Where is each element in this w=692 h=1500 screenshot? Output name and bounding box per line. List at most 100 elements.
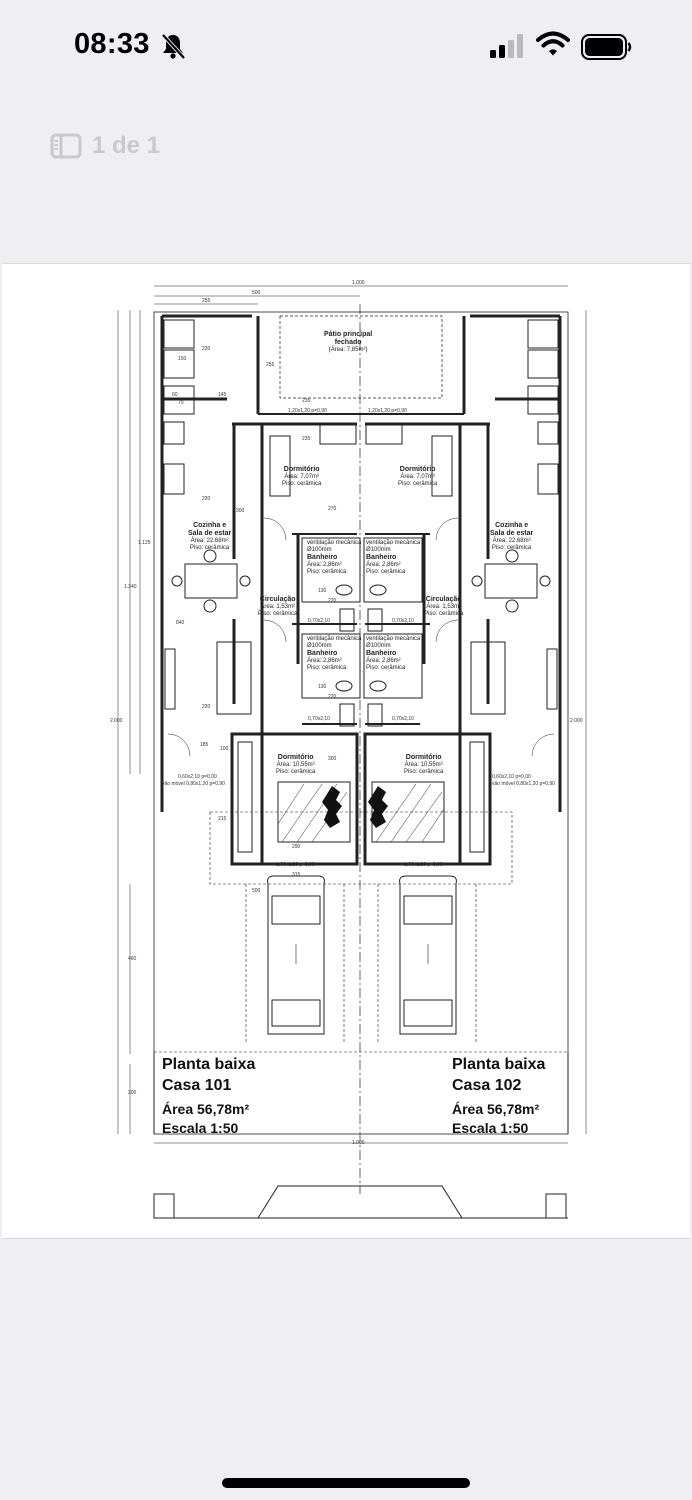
dim-460: 460 [128, 956, 137, 962]
cozinha-right-area: Área: 22,68m² [492, 538, 531, 544]
page-indicator-label: 1 de 1 [92, 132, 161, 159]
dim-130-b: 130 [318, 684, 327, 690]
dim-235-a: 235 [302, 398, 311, 404]
window-120-left: 1,20x1,20 p=0,90 [288, 408, 327, 414]
circulacao-left-name: Circulação [259, 596, 296, 603]
patio-name-line2: fechado [334, 339, 362, 346]
banheiro-1-area: Área: 2,86m² [307, 562, 342, 568]
document-page[interactable]: 1.000 500 255 220 150 145 60 70 255 235 … [2, 263, 690, 1239]
banheiro-2-pipe: Ø100mm [366, 547, 391, 553]
banheiro-4-vent: ventilação mecânica [366, 636, 421, 642]
window-120-right: 1,20x1,20 p=0,90 [368, 408, 407, 414]
dormitorio-top-right-name: Dormitório [399, 466, 436, 473]
banheiro-3-area: Área: 2,86m² [307, 658, 342, 664]
dim-60: 60 [172, 392, 178, 398]
dormitorio-bottom-right-area: Área: 10,55m² [404, 762, 443, 768]
dormitorio-bottom-right-name: Dormitório [405, 754, 442, 761]
dormitorio-top-left-floor: Piso: cerâmica [282, 481, 322, 487]
window-movel-left: vão móvel 0,80x1,20 p=0,90 [162, 781, 225, 787]
banheiro-4-label: ventilação mecânica Ø100mm Banheiro Área… [366, 636, 420, 672]
circulacao-right-label: Circulação Área: 1,53m² Piso: cerâmica [424, 596, 463, 618]
window-movel-right: vão móvel 0,80x1,20 p=0,90 [492, 781, 555, 787]
circulacao-right-name: Circulação [425, 596, 462, 603]
home-indicator[interactable] [222, 1478, 470, 1488]
title-block-casa-101: Planta baixa Casa 101 Área 56,78m² Escal… [162, 1054, 255, 1138]
cozinha-left-name-1: Cozinha e [193, 522, 227, 529]
casa-102-name: Casa 102 [452, 1077, 522, 1094]
dim-70: 70 [178, 400, 184, 406]
title-block-casa-102: Planta baixa Casa 102 Área 56,78m² Escal… [452, 1054, 545, 1138]
circulacao-left-label: Circulação Área: 1,53m² Piso: cerâmica [258, 596, 297, 618]
casa-102-area: Área 56,78m² [452, 1101, 540, 1117]
dormitorio-bottom-right-floor: Piso: cerâmica [404, 769, 444, 775]
dim-290: 290 [292, 844, 301, 850]
dormitorio-top-right-area: Área: 7,07m² [400, 474, 436, 480]
dim-235-b: 235 [302, 436, 311, 442]
circulacao-left-area: Área: 1,53m² [260, 604, 296, 610]
status-bar: 08:33 [0, 0, 692, 92]
banheiro-1-floor: Piso: cerâmica [307, 569, 347, 575]
cozinha-right-floor: Piso: cerâmica [491, 545, 532, 551]
banheiro-3-floor: Piso: cerâmica [307, 665, 347, 671]
circulacao-right-floor: Piso: cerâmica [424, 611, 464, 617]
dim-215: 215 [218, 816, 227, 822]
banheiro-1-label: ventilação mecânica Ø100mm Banheiro Área… [307, 540, 361, 576]
banheiro-4-pipe: Ø100mm [366, 643, 391, 649]
banheiro-3-name: Banheiro [307, 650, 338, 657]
dormitorio-bottom-left-area: Área: 10,55m² [276, 762, 315, 768]
banheiro-2-floor: Piso: cerâmica [366, 569, 406, 575]
casa-102-scale: Escala 1:50 [452, 1120, 529, 1136]
circulacao-left-floor: Piso: cerâmica [258, 611, 298, 617]
status-time: 08:33 [74, 28, 150, 60]
door-070-c: 0,70x2,10 [308, 716, 330, 722]
door-070-d: 0,70x2,10 [392, 716, 414, 722]
dormitorio-top-left-label: Dormitório Área: 7,07m² Piso: cerâmica [282, 466, 321, 488]
patio-area: (Área: 7,85m²) [328, 347, 368, 353]
patio-label: Pátio principal fechado (Área: 7,85m²) [324, 331, 372, 354]
dim-2000-left: 2.000 [110, 718, 123, 724]
banheiro-3-vent: ventilação mecânica [307, 636, 362, 642]
cozinha-right-name-1: Cozinha e [495, 522, 529, 529]
casa-101-name: Casa 101 [162, 1077, 232, 1094]
floor-plan-drawing [117, 285, 587, 1219]
window-160-left: 1,60x1,20 p=0,90 [276, 862, 315, 868]
casa-101-scale: Escala 1:50 [162, 1120, 239, 1136]
dim-255-patio: 255 [266, 362, 275, 368]
cozinha-left-area: Área: 22,68m² [190, 538, 229, 544]
banheiro-1-pipe: Ø100mm [307, 547, 332, 553]
cozinha-right-name-2: Sala de estar [490, 530, 534, 537]
dim-150: 150 [178, 356, 187, 362]
dim-270: 270 [328, 506, 337, 512]
page-indicator[interactable]: 1 de 1 [50, 128, 160, 164]
banheiro-4-name: Banheiro [366, 650, 397, 657]
dim-315: 315 [292, 872, 301, 878]
dormitorio-top-left-area: Área: 7,07m² [284, 474, 320, 480]
banheiro-3-label: ventilação mecânica Ø100mm Banheiro Área… [307, 636, 361, 672]
dormitorio-bottom-left-label: Dormitório Área: 10,55m² Piso: cerâmica [276, 754, 315, 776]
door-070-a: 0,70x2,10 [308, 618, 330, 624]
dormitorio-top-left-name: Dormitório [283, 466, 320, 473]
cozinha-left-name-2: Sala de estar [188, 530, 232, 537]
dim-total-width-top: 1.000 [352, 280, 365, 286]
battery-icon [581, 34, 632, 60]
dim-300: 300 [328, 756, 337, 762]
banheiro-2-vent: ventilação mecânica [366, 540, 421, 546]
casa-101-title: Planta baixa [162, 1056, 256, 1073]
dim-220-bath-b: 220 [328, 694, 337, 700]
door-060-left: 0,60x2,10 p=0,00 [178, 774, 217, 780]
door-070-b: 0,70x2,10 [392, 618, 414, 624]
dim-300-kitchen: 300 [236, 508, 245, 514]
dim-1340: 1.340 [124, 584, 137, 590]
cellular-signal-icon [490, 34, 523, 58]
bell-slash-icon [161, 33, 186, 60]
banheiro-4-floor: Piso: cerâmica [366, 665, 406, 671]
banheiro-2-name: Banheiro [366, 554, 397, 561]
dim-840: 840 [176, 620, 185, 626]
dim-130-a: 130 [318, 588, 327, 594]
dim-200: 200 [128, 1090, 137, 1096]
patio-name-line1: Pátio principal [324, 331, 373, 338]
dim-1125: 1.125 [138, 540, 151, 546]
casa-101-area: Área 56,78m² [162, 1101, 250, 1117]
cozinha-right-label: Cozinha e Sala de estar Área: 22,68m² Pi… [490, 522, 533, 552]
banheiro-2-area: Área: 2,86m² [366, 562, 401, 568]
